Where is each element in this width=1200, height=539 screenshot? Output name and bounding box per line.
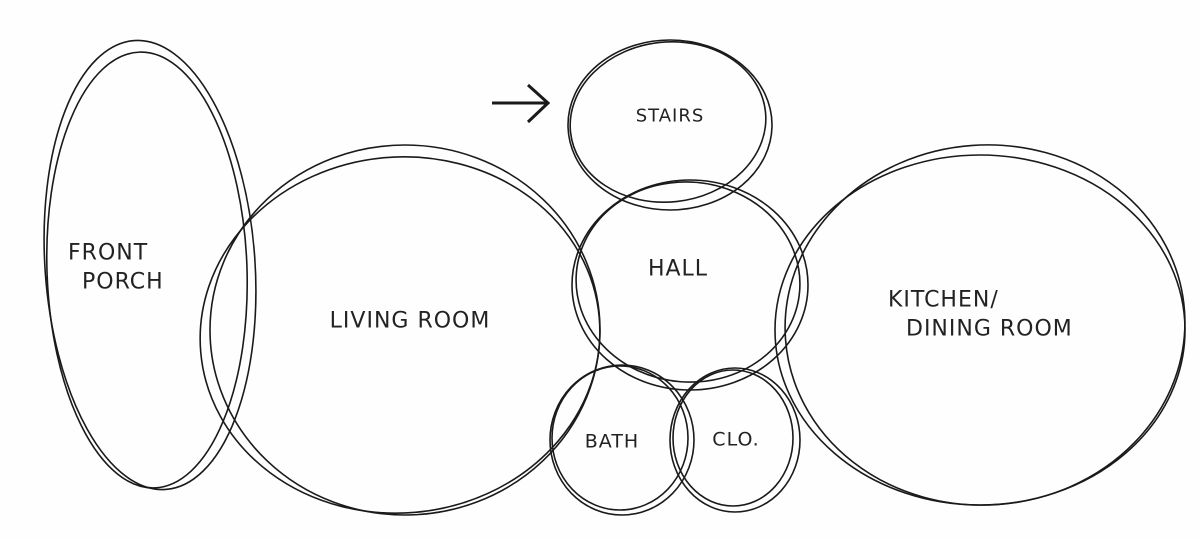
bath-bubble (549, 364, 695, 516)
kitchen-bubble (774, 144, 1186, 506)
bath-label: BATH (584, 430, 640, 453)
front-porch-bubble (43, 39, 257, 491)
kitchen-line1: KITCHEN/ (888, 287, 999, 313)
front-porch-label: FRONT PORCH (68, 239, 164, 296)
stairs-label: STAIRS (635, 105, 705, 127)
front-porch-line1: FRONT (68, 240, 149, 266)
closet-bubble (669, 367, 801, 513)
kitchen-line2: DINING ROOM (906, 316, 1073, 341)
front-porch-line2: PORCH (82, 269, 164, 294)
arrow-icon (492, 83, 551, 124)
living-room-bubble (199, 144, 601, 516)
kitchen-label: KITCHEN/ DINING ROOM (888, 286, 1073, 343)
living-room-label: LIVING ROOM (329, 308, 491, 334)
closet-label: CLO. (712, 428, 760, 451)
stairs-bubble (567, 39, 773, 211)
hall-label: HALL (647, 256, 709, 282)
